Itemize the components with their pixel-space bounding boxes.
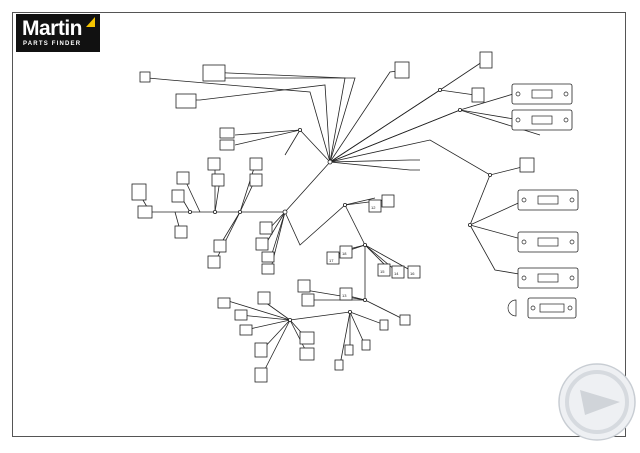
connector-label: 18 (342, 251, 347, 256)
logo-wordmark: Martin (22, 17, 83, 40)
connector-labels: 17 18 13 15 14 16 12 (329, 205, 415, 298)
connector-label: 16 (410, 271, 415, 276)
connector-label: 14 (394, 271, 399, 276)
connector-label: 13 (342, 293, 347, 298)
connector-label: 17 (329, 258, 334, 263)
logo-triangle-icon (86, 17, 95, 27)
martin-logo[interactable]: Martin PARTS FINDER (16, 14, 100, 52)
harness-wires (139, 59, 541, 376)
connector-label: 12 (371, 205, 376, 210)
watermark-emblem (558, 363, 636, 441)
logo-subtitle: PARTS FINDER (23, 41, 82, 47)
diagram-frame (12, 12, 626, 437)
junction-nodes (187, 88, 492, 322)
panel-details (507, 89, 575, 317)
connectors (131, 51, 579, 383)
connector-label: 15 (380, 269, 385, 274)
